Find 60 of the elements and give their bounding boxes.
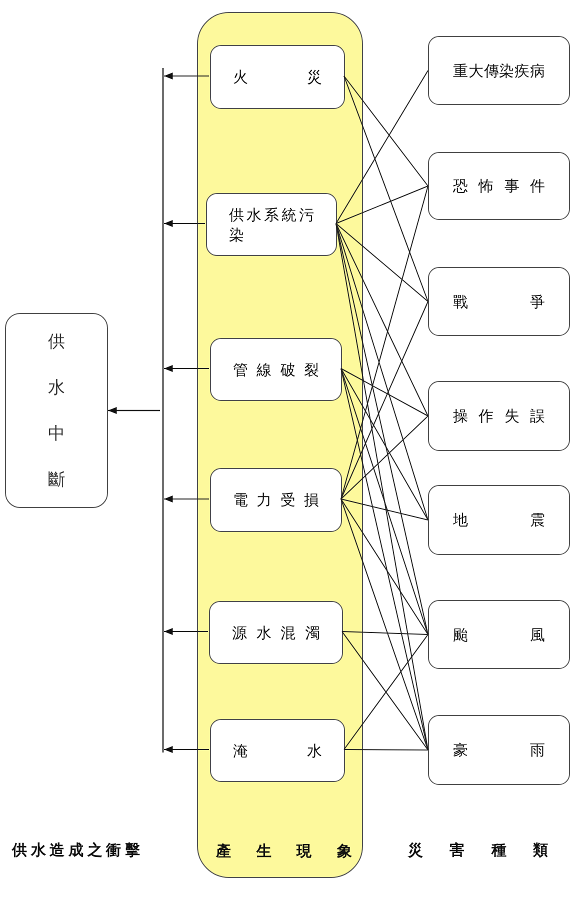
process-box [5, 313, 108, 508]
connector-line [336, 223, 428, 302]
process-box [210, 468, 342, 532]
connector-line [336, 186, 428, 224]
connector-line [336, 70, 428, 224]
node-label: 供水中斷 [48, 330, 65, 492]
process-box [210, 338, 342, 401]
process-box [428, 36, 570, 105]
process-box [428, 267, 570, 336]
node-label: 電力受損 [233, 490, 319, 510]
process-box [428, 600, 570, 669]
node-label: 淹水 [233, 740, 322, 760]
connector-line [340, 186, 428, 500]
connector-line [344, 76, 428, 186]
process-box [428, 152, 570, 220]
panel-heading: 產生現象 [216, 841, 352, 861]
node-label: 戰爭 [453, 292, 545, 312]
connector-line [340, 498, 428, 635]
node-label: 操作失誤 [453, 406, 545, 426]
process-box [209, 601, 343, 664]
arrow [164, 365, 210, 372]
connector-line [342, 631, 428, 635]
connector-line [340, 498, 428, 520]
connector-line [340, 416, 428, 500]
node-label: 源水混濁 [232, 622, 320, 642]
connector-line [336, 223, 428, 635]
process-box [428, 485, 570, 555]
process-box [210, 719, 345, 782]
arrow [107, 67, 164, 754]
connector-line [344, 76, 428, 302]
node-label: 供水系統污染 [229, 204, 314, 244]
node-label: 颱風 [453, 624, 545, 644]
arrow [164, 628, 208, 635]
node-label: 豪雨 [453, 740, 545, 760]
connector-line [336, 223, 428, 750]
connector-line [340, 368, 428, 750]
connector-line [344, 749, 428, 750]
arrow [164, 220, 206, 227]
node-label: 地震 [453, 510, 545, 530]
column-heading: 災害種類 [408, 840, 548, 860]
arrow [164, 746, 210, 753]
node-label: 恐怖事件 [453, 176, 545, 196]
connector-line [340, 368, 428, 635]
group-panel [197, 12, 363, 878]
connector-line [336, 223, 428, 416]
node-label: 管線破裂 [233, 360, 319, 380]
arrow [164, 496, 210, 502]
process-box [206, 193, 337, 256]
node-label: 火災 [233, 67, 322, 87]
connector-line [340, 368, 428, 416]
process-box [428, 381, 570, 451]
connector-line [340, 301, 428, 500]
process-box [428, 715, 570, 785]
connector-line [336, 223, 428, 520]
arrow [164, 72, 210, 80]
column-heading: 供水造成之衝擊 [12, 840, 140, 860]
connector-line [340, 498, 428, 750]
connector-line [340, 368, 428, 520]
process-box [210, 45, 345, 109]
node-label: 重大傳染疾病 [453, 60, 545, 80]
